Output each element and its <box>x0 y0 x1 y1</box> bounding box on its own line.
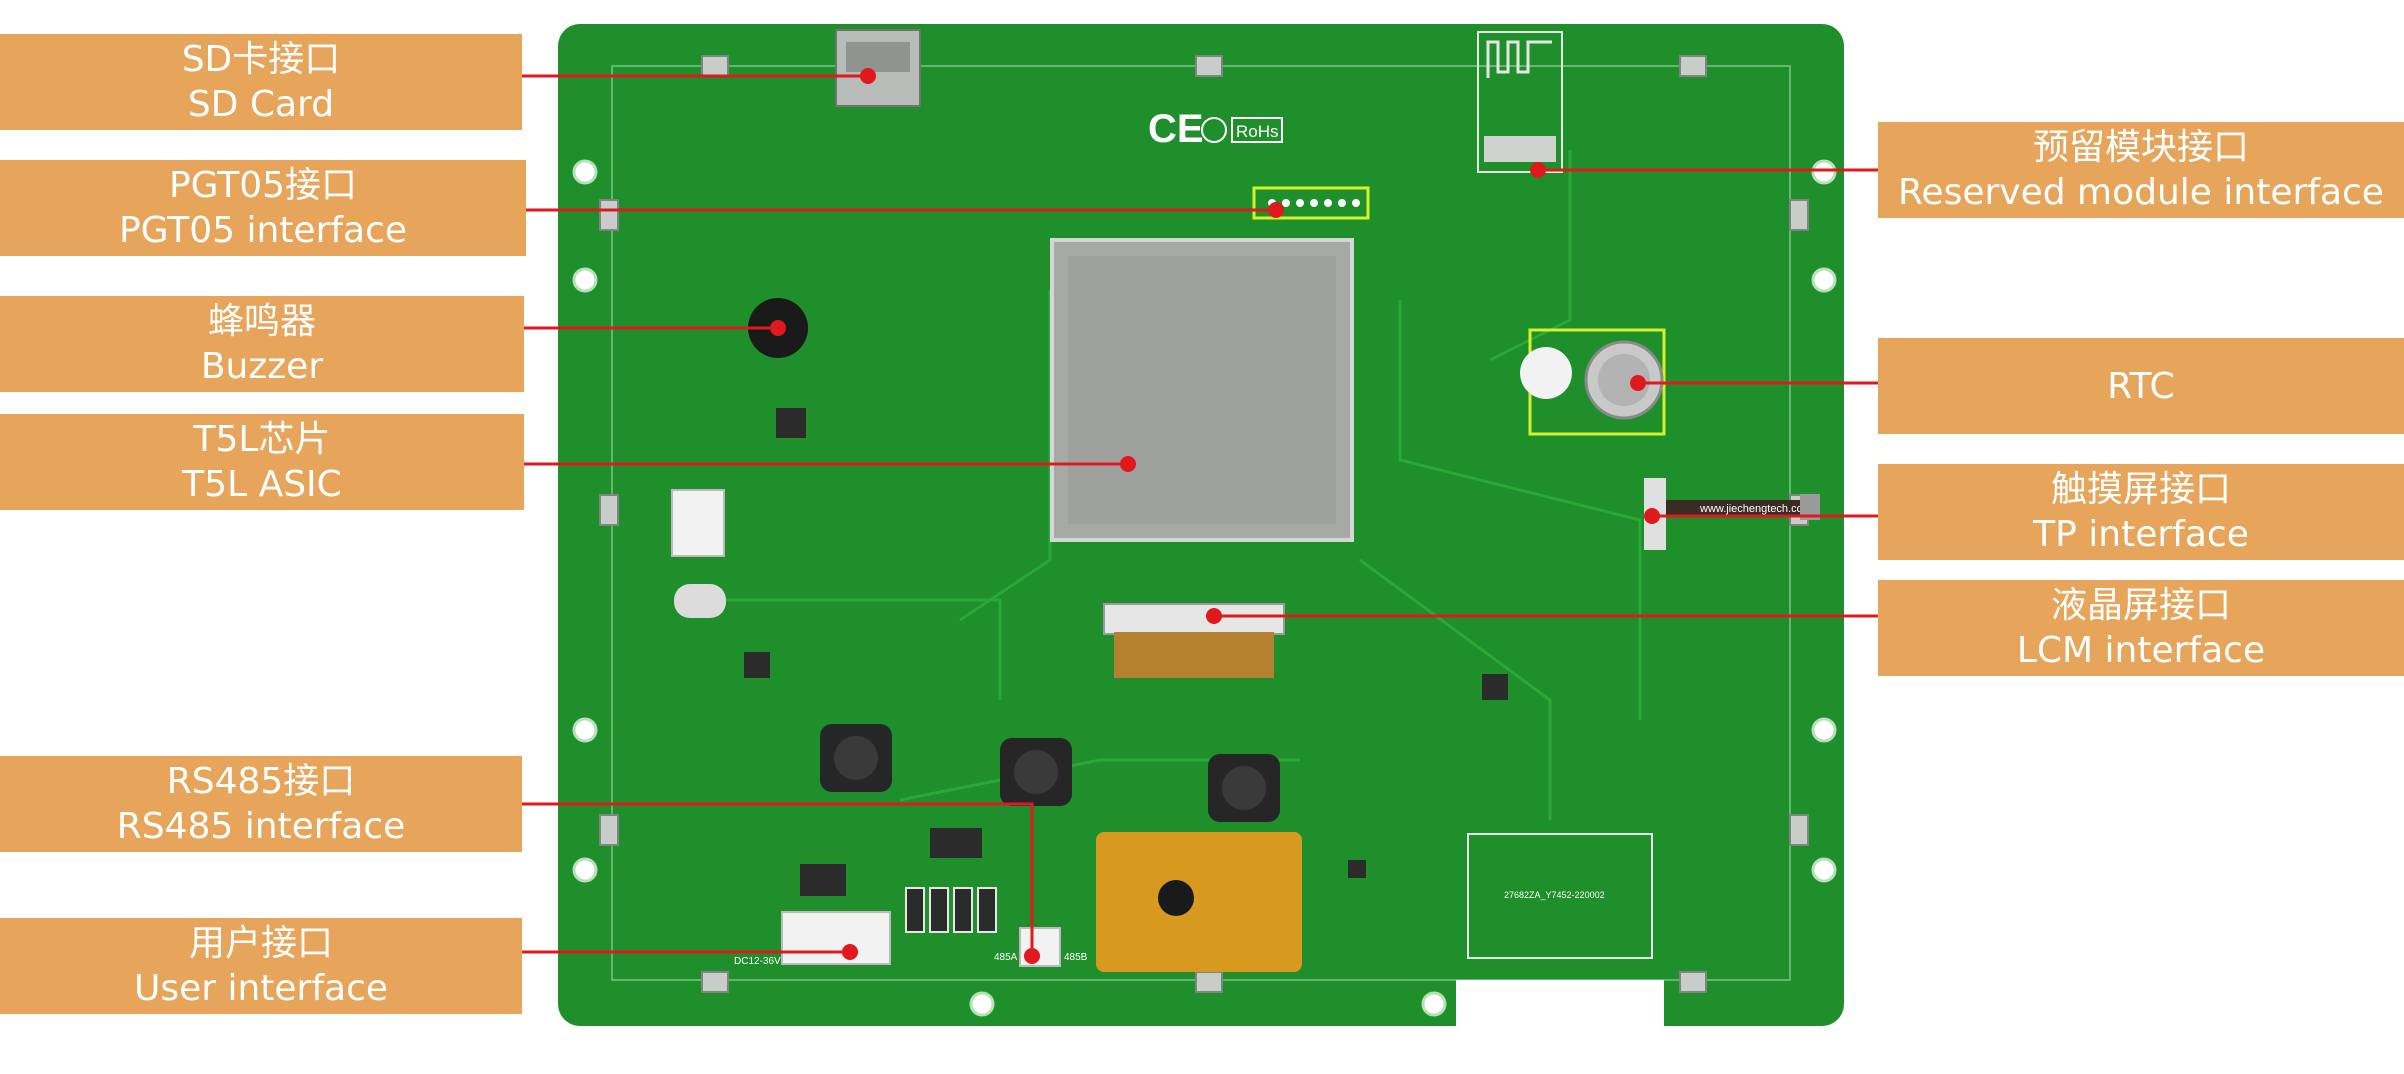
dot-lcm <box>1206 608 1222 624</box>
rohs-mark-box <box>1231 117 1283 143</box>
rohs-mark: RoHs <box>1236 122 1279 141</box>
mounting-hole <box>1811 159 1837 185</box>
label-lcm-zh: 液晶屏接口 <box>2050 585 2231 626</box>
label-rs485-zh: RS485接口 <box>166 761 356 802</box>
label-pgt05: PGT05接口 PGT05 interface <box>0 160 526 256</box>
edge-clip <box>1789 199 1809 231</box>
label-tp: 触摸屏接口 TP interface <box>1878 464 2404 560</box>
edge-clip <box>1679 971 1707 993</box>
dot-sd-card <box>860 68 876 84</box>
mounting-hole <box>572 159 598 185</box>
capacitor-row <box>905 887 997 933</box>
label-tp-zh: 触摸屏接口 <box>2050 469 2231 510</box>
small-ics <box>744 408 1508 896</box>
label-buzzer-zh: 蜂鸣器 <box>207 301 316 342</box>
dot-pgt05 <box>1268 202 1284 218</box>
left-white-connector <box>671 489 726 618</box>
edge-clip <box>701 55 729 77</box>
leader-rs485 <box>522 802 1034 956</box>
edge-clip <box>1195 55 1223 77</box>
url-mark: www.jiechengtech.com <box>1699 503 1812 515</box>
rtc-battery <box>1520 340 1664 420</box>
label-t5l: T5L芯片 T5L ASIC <box>0 414 524 510</box>
pb-free-mark <box>1201 117 1227 143</box>
label-buzzer-en: Buzzer <box>200 346 324 387</box>
label-sd-card-zh: SD卡接口 <box>181 39 341 80</box>
label-rtc-en: RTC <box>2107 365 2175 407</box>
reserved-module-footprint <box>1477 31 1563 173</box>
dot-rs485 <box>1024 948 1040 964</box>
pgt05-highlight <box>1252 186 1370 220</box>
edge-clip <box>599 199 619 231</box>
edge-clip <box>1195 971 1223 993</box>
label-t5l-en: T5L ASIC <box>182 464 342 505</box>
label-sd-card-en: SD Card <box>187 84 335 125</box>
edge-clip <box>1789 814 1809 846</box>
edge-clip <box>701 971 729 993</box>
label-pgt05-en: PGT05 interface <box>118 210 408 251</box>
mounting-holes <box>572 159 1837 1017</box>
dot-rtc <box>1630 375 1646 391</box>
label-pgt05-zh: PGT05接口 <box>168 165 358 206</box>
label-reserved-zh: 预留模块接口 <box>2032 127 2249 168</box>
label-rs485: RS485接口 RS485 interface <box>0 756 522 852</box>
edge-clip <box>1679 55 1707 77</box>
mounting-hole <box>572 857 598 883</box>
mounting-hole <box>1811 857 1837 883</box>
mounting-hole <box>572 717 598 743</box>
label-user-en: User interface <box>133 968 389 1009</box>
user-connector: DC12-36V <box>734 911 891 967</box>
edge-clip <box>599 814 619 846</box>
label-reserved: 预留模块接口 Reserved module interface <box>1878 122 2404 218</box>
485a-mark: 485A <box>994 952 1018 963</box>
lcm-connector <box>1103 603 1285 678</box>
leader-lines <box>522 74 1878 956</box>
dot-t5l <box>1120 456 1136 472</box>
label-user: 用户接口 User interface <box>0 918 522 1014</box>
ce-mark: CE <box>1148 107 1204 151</box>
label-lcm: 液晶屏接口 LCM interface <box>1878 580 2404 676</box>
label-lcm-en: LCM interface <box>2016 630 2266 671</box>
edge-clip <box>599 494 619 526</box>
t5l-shield <box>1050 238 1354 542</box>
label-tp-en: TP interface <box>2033 514 2249 555</box>
gold-flex <box>1096 832 1302 972</box>
sd-card-slot <box>835 29 921 107</box>
label-t5l-zh: T5L芯片 <box>193 419 331 460</box>
mounting-hole <box>1811 717 1837 743</box>
part-no-mark: 27682ZA_Y7452-220002 <box>1504 890 1605 900</box>
module-footprint: 27682ZA_Y7452-220002 <box>1467 833 1653 959</box>
label-buzzer: 蜂鸣器 Buzzer <box>0 296 524 392</box>
label-sd-card: SD卡接口 SD Card <box>0 34 522 130</box>
label-rs485-en: RS485 interface <box>116 806 406 847</box>
dot-reserved <box>1530 162 1546 178</box>
485b-mark: 485B <box>1064 952 1088 963</box>
label-rtc: RTC <box>1878 338 2404 434</box>
mounting-hole <box>572 267 598 293</box>
leader-dots <box>770 68 1660 964</box>
inductors <box>820 724 1280 822</box>
label-reserved-en: Reserved module interface <box>1898 172 2384 213</box>
label-user-zh: 用户接口 <box>188 923 333 964</box>
dc-mark: DC12-36V <box>734 956 781 967</box>
dot-buzzer <box>770 320 786 336</box>
mounting-hole <box>969 991 995 1017</box>
mounting-hole <box>1421 991 1447 1017</box>
mounting-hole <box>1811 267 1837 293</box>
dot-user <box>842 944 858 960</box>
dot-tp <box>1644 508 1660 524</box>
